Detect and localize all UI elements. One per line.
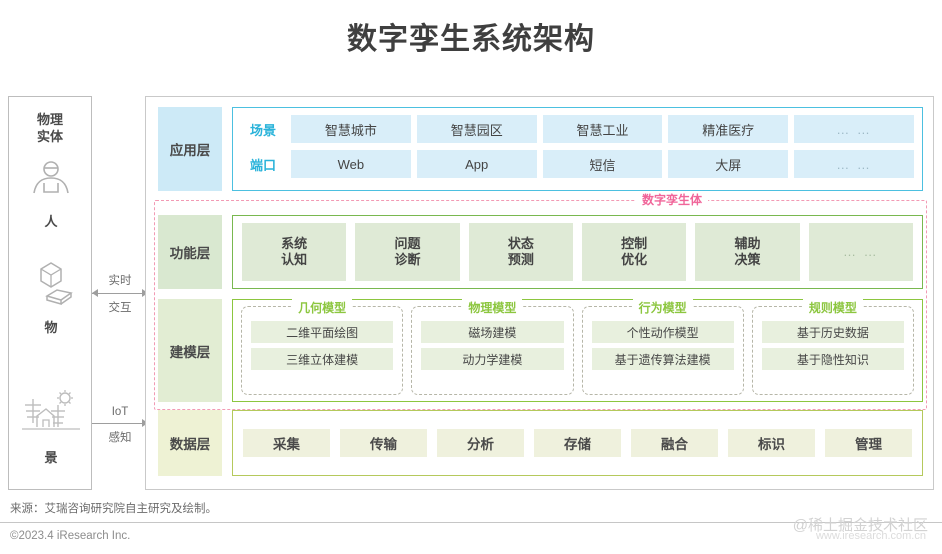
chip-line1: 状态 [507, 236, 534, 251]
arrow-left-icon [92, 289, 98, 297]
connector-iot-top-label: IoT [111, 406, 129, 418]
chip-magnetic-field-modeling[interactable]: 磁场建模 [421, 321, 564, 343]
chip-state-prediction[interactable]: 状态预测 [468, 223, 573, 281]
layer-body-modeling: 几何模型 二维平面绘图 三维立体建模 物理模型 磁场建模 动力学建模 行为模型 … [232, 299, 923, 402]
model-group-geometric: 几何模型 二维平面绘图 三维立体建模 [241, 299, 404, 395]
physical-entity-title-line1: 物理 [36, 112, 63, 127]
chip-smart-industry[interactable]: 智慧工业 [542, 115, 663, 143]
chip-web[interactable]: Web [291, 150, 411, 178]
model-group-title-geometric: 几何模型 [292, 299, 353, 316]
connector-realtime-arrow [92, 288, 148, 299]
chip-genetic-algorithm-modeling[interactable]: 基于遗传算法建模 [591, 348, 734, 370]
model-group-title-behavior: 行为模型 [632, 299, 693, 316]
layer-body-application: 场景 智慧城市 智慧园区 智慧工业 精准医疗 … … 端口 Web App 短信… [232, 107, 923, 191]
physical-entity-item-person: 人 [9, 159, 93, 231]
chip-line2: 优化 [621, 252, 648, 267]
chip-2d-drawing[interactable]: 二维平面绘图 [251, 321, 394, 343]
chip-dynamics-modeling[interactable]: 动力学建模 [421, 348, 564, 370]
chip-smart-park[interactable]: 智慧园区 [416, 115, 537, 143]
chip-storage[interactable]: 存储 [534, 429, 621, 457]
chip-line2: 预测 [507, 252, 534, 267]
physical-entity-title-line2: 实体 [36, 129, 63, 144]
connector-realtime-interaction: 实时 交互 [92, 272, 148, 315]
architecture-frame: 数字孪生体 应用层 场景 智慧城市 智慧园区 智慧工业 精准医疗 … … 端口 … [145, 96, 934, 490]
chip-scenarios-more[interactable]: … … [794, 115, 914, 143]
model-group-title-physical: 物理模型 [462, 299, 523, 316]
physical-entity-item-object: 物 [9, 257, 93, 337]
chip-based-on-tacit-knowledge[interactable]: 基于隐性知识 [761, 348, 904, 370]
landscape-icon [9, 389, 93, 444]
chip-large-screen[interactable]: 大屏 [668, 150, 789, 178]
chip-line1: 问题 [394, 236, 421, 251]
chip-personalized-action-model[interactable]: 个性动作模型 [591, 321, 734, 343]
chip-problem-diagnosis[interactable]: 问题诊断 [355, 223, 460, 281]
connector-realtime-bottom-label: 交互 [108, 302, 132, 314]
chip-line1: 系统 [281, 236, 308, 251]
chip-3d-modeling[interactable]: 三维立体建模 [251, 348, 394, 370]
objects-icon [9, 257, 93, 314]
chip-control-optimization[interactable]: 控制优化 [581, 223, 687, 281]
footer-divider [0, 522, 942, 523]
physical-entity-title: 物理 实体 [9, 111, 91, 145]
model-group-physical: 物理模型 磁场建模 动力学建模 [411, 299, 574, 395]
chip-line2: 诊断 [394, 252, 421, 267]
physical-entity-label-person: 人 [44, 214, 58, 229]
physical-entity-label-object: 物 [44, 320, 58, 335]
chip-line2: 认知 [281, 252, 308, 267]
chip-identification[interactable]: 标识 [728, 429, 815, 457]
model-group-behavior: 行为模型 个性动作模型 基于遗传算法建模 [581, 299, 744, 395]
physical-entity-label-scene: 景 [44, 450, 58, 465]
layer-body-function: 系统认知 问题诊断 状态预测 控制优化 辅助决策 … … [232, 215, 923, 289]
layer-data: 数据层 采集 传输 分析 存储 融合 标识 管理 [158, 410, 923, 476]
chip-function-more[interactable]: … … [808, 223, 913, 281]
chip-precision-medicine[interactable]: 精准医疗 [668, 115, 789, 143]
connector-iot-sensing: IoT 感知 [92, 406, 148, 445]
layer-tag-data: 数据层 [158, 410, 222, 476]
layer-tag-function: 功能层 [158, 215, 222, 289]
chip-collection[interactable]: 采集 [243, 429, 330, 457]
chip-fusion[interactable]: 融合 [631, 429, 718, 457]
layer-modeling: 建模层 几何模型 二维平面绘图 三维立体建模 物理模型 磁场建模 动力学建模 行… [158, 299, 923, 402]
chip-decision-support[interactable]: 辅助决策 [695, 223, 800, 281]
layer-body-data: 采集 传输 分析 存储 融合 标识 管理 [232, 410, 923, 476]
digital-twin-boundary: 数字孪生体 [154, 191, 927, 410]
chip-system-cognition[interactable]: 系统认知 [242, 223, 347, 281]
application-row-label-scenarios: 场景 [249, 122, 276, 138]
connector-iot-bottom-label: 感知 [108, 432, 132, 444]
application-row-scenarios: 场景 智慧城市 智慧园区 智慧工业 精准医疗 … … [241, 114, 914, 144]
chip-based-on-historical-data[interactable]: 基于历史数据 [761, 321, 904, 343]
layer-application: 应用层 场景 智慧城市 智慧园区 智慧工业 精准医疗 … … 端口 Web Ap… [158, 107, 923, 191]
page-title: 数字孪生系统架构 [347, 23, 595, 56]
watermark-url: www.iresearch.com.cn [815, 530, 926, 542]
chip-transmission[interactable]: 传输 [340, 429, 427, 457]
arrow-line [92, 423, 148, 424]
digital-twin-label: 数字孪生体 [635, 191, 708, 208]
physical-entity-panel: 物理 实体 人 [8, 96, 92, 490]
model-group-title-rule: 规则模型 [802, 299, 863, 316]
layer-tag-modeling: 建模层 [158, 299, 222, 402]
application-row-ports: 端口 Web App 短信 大屏 … … [241, 149, 914, 179]
application-row-label-ports: 端口 [249, 157, 276, 173]
connector-realtime-top-label: 实时 [108, 275, 132, 287]
person-icon [9, 159, 93, 208]
physical-entity-item-scene: 景 [9, 389, 93, 467]
model-group-rule: 规则模型 基于历史数据 基于隐性知识 [751, 299, 914, 395]
arrow-line [92, 293, 148, 294]
chip-line1: 辅助 [734, 236, 761, 251]
chip-line1: 控制 [621, 236, 648, 251]
chip-line1: … … [842, 244, 879, 259]
connector-iot-arrow [92, 418, 148, 429]
layer-function: 功能层 系统认知 问题诊断 状态预测 控制优化 辅助决策 … … [158, 215, 923, 289]
chip-management[interactable]: 管理 [825, 429, 912, 457]
copyright-note: ©2023.4 iResearch Inc. [10, 530, 131, 542]
chip-line2: 决策 [734, 252, 761, 267]
chip-smart-city[interactable]: 智慧城市 [291, 115, 411, 143]
chip-app[interactable]: App [416, 150, 537, 178]
watermark-text: @稀土掘金技术社区 [792, 517, 928, 534]
chip-sms[interactable]: 短信 [542, 150, 663, 178]
source-note: 来源：艾瑞咨询研究院自主研究及绘制。 [10, 503, 217, 515]
chip-analysis[interactable]: 分析 [437, 429, 524, 457]
chip-ports-more[interactable]: … … [794, 150, 914, 178]
layer-tag-application: 应用层 [158, 107, 222, 191]
